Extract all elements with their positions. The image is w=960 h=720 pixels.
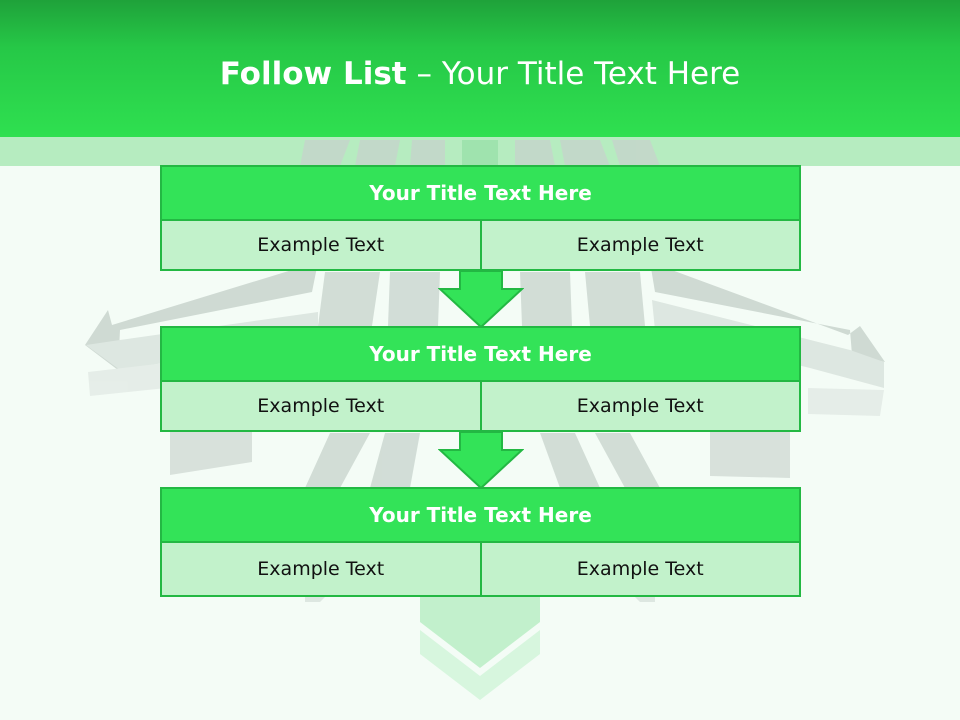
step-cell-left: Example Text (162, 382, 480, 430)
step-row: Example Text Example Text (160, 543, 801, 597)
step-row: Example Text Example Text (160, 382, 801, 432)
step-cell-right: Example Text (479, 382, 799, 430)
slide-title: Follow List – Your Title Text Here (0, 56, 960, 92)
step-cell-left: Example Text (162, 543, 480, 595)
step-row: Example Text Example Text (160, 221, 801, 271)
down-arrow-icon (438, 432, 524, 490)
step-cell-right: Example Text (479, 221, 799, 269)
header-bar (0, 0, 960, 137)
step-block-3: Your Title Text Here Example Text Exampl… (160, 487, 801, 597)
step-cell-left: Example Text (162, 221, 480, 269)
slide-title-bold: Follow List (219, 56, 407, 92)
slide-title-rest: – Your Title Text Here (416, 56, 741, 92)
background-arrows-graphic (85, 140, 885, 700)
step-title: Your Title Text Here (160, 326, 801, 382)
step-cell-right: Example Text (479, 543, 799, 595)
step-block-2: Your Title Text Here Example Text Exampl… (160, 326, 801, 432)
down-arrow-icon (438, 271, 524, 329)
step-block-1: Your Title Text Here Example Text Exampl… (160, 165, 801, 271)
step-title: Your Title Text Here (160, 165, 801, 221)
step-title: Your Title Text Here (160, 487, 801, 543)
